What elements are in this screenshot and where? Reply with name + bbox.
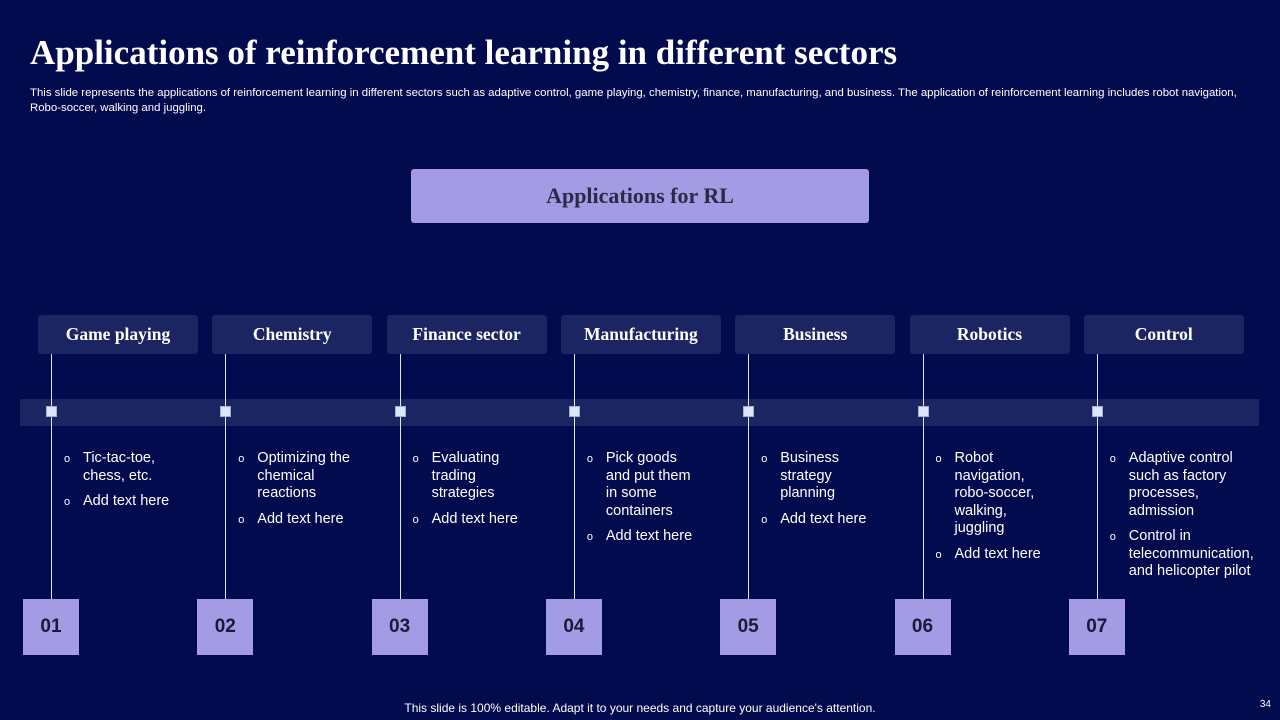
- bullet-item: o Pick goods and put them in some contain…: [587, 450, 699, 520]
- timeline-band: [20, 399, 1259, 426]
- timeline-marker: [394, 406, 406, 417]
- sector-title: Chemistry: [252, 324, 332, 344]
- bullet-text: Add text here: [431, 510, 518, 527]
- bullet-item: o Add text here: [761, 511, 871, 529]
- sector-number: 04: [563, 616, 585, 637]
- sector-header: Robotics: [909, 315, 1070, 354]
- connector-line: [51, 354, 52, 599]
- sector-title: Finance sector: [412, 324, 521, 344]
- bullet-item: o Add text here: [238, 511, 358, 529]
- timeline-marker: [917, 406, 929, 417]
- slide-subtitle: This slide represents the applications o…: [30, 87, 1237, 114]
- footer-note: This slide is 100% editable. Adapt it to…: [404, 701, 876, 715]
- sector-number: 07: [1086, 616, 1108, 637]
- bullet-text: Adaptive control such as factory process…: [1128, 450, 1233, 519]
- sector-number: 03: [389, 616, 411, 637]
- applications-heading-label: Applications for RL: [546, 183, 734, 208]
- bullet-circle-icon: o: [935, 548, 942, 561]
- bullet-circle-icon: o: [412, 513, 419, 526]
- bullet-circle-icon: o: [64, 453, 71, 465]
- bullet-item: o Evaluating trading strategies: [413, 450, 523, 503]
- timeline-marker: [46, 406, 57, 417]
- bullet-item: o Control in telecommunication, and helic…: [1110, 528, 1260, 581]
- timeline-marker: [1091, 406, 1103, 417]
- sector-bullet-list: o Adaptive control such as factory proces…: [1110, 450, 1260, 589]
- bullet-item: o Add text here: [587, 528, 699, 546]
- bullet-circle-icon: o: [412, 453, 419, 465]
- connector-line: [573, 354, 575, 599]
- page-number: 34: [1259, 699, 1271, 710]
- bullet-item: o Robot navigation, robo-soccer, walking,…: [936, 450, 1048, 538]
- bullet-item: o Add text here: [936, 546, 1048, 564]
- connector-line: [922, 354, 924, 599]
- bullet-text: Add text here: [257, 510, 344, 527]
- bullet-item: o Tic-tac-toe, chess, etc.: [64, 450, 189, 485]
- sector-number-box: 01: [23, 599, 79, 655]
- sector-number-box: 04: [545, 599, 602, 655]
- bullet-circle-icon: o: [761, 513, 768, 526]
- bullet-item: o Business strategy planning: [761, 450, 871, 503]
- bullet-text: Robot navigation, robo-soccer, walking, …: [954, 450, 1035, 536]
- sector-number: 02: [214, 616, 236, 637]
- bullet-text: Control in telecommunication, and helico…: [1128, 528, 1254, 579]
- sector-title: Manufacturing: [584, 324, 698, 344]
- bullet-text: Add text here: [83, 493, 170, 509]
- bullet-item: o Adaptive control such as factory proces…: [1110, 450, 1260, 520]
- bullet-item: o Optimizing the chemical reactions: [238, 450, 358, 503]
- bullet-circle-icon: o: [1109, 453, 1116, 465]
- timeline-marker: [568, 406, 580, 417]
- connector-line: [748, 354, 750, 599]
- connector-line: [399, 354, 401, 599]
- bullet-text: Add text here: [605, 528, 693, 544]
- sector-number-box: 05: [720, 599, 777, 655]
- bullet-circle-icon: o: [64, 496, 71, 508]
- slide-title: Applications of reinforcement learning i…: [30, 33, 898, 72]
- bullet-text: Business strategy planning: [780, 450, 840, 501]
- bullet-circle-icon: o: [761, 453, 768, 465]
- sector-header: Chemistry: [212, 315, 373, 354]
- sector-header: Control: [1083, 315, 1244, 354]
- connector-line: [225, 354, 227, 599]
- bullet-text: Pick goods and put them in some containe…: [605, 450, 691, 519]
- bullet-text: Tic-tac-toe, chess, etc.: [83, 450, 155, 484]
- connector-line: [1096, 354, 1098, 599]
- bullet-item: o Add text here: [64, 493, 189, 511]
- bullet-text: Evaluating trading strategies: [431, 450, 500, 501]
- sector-header: Business: [735, 315, 896, 354]
- sector-number-box: 03: [371, 599, 428, 655]
- sector-title: Business: [783, 324, 848, 344]
- applications-heading-box: Applications for RL: [411, 169, 869, 223]
- timeline-marker: [743, 406, 755, 417]
- sector-title: Game playing: [65, 324, 171, 344]
- sector-number-box: 06: [894, 599, 951, 655]
- sector-header: Game playing: [38, 315, 198, 354]
- sector-title: Control: [1134, 324, 1193, 344]
- bullet-circle-icon: o: [1109, 531, 1116, 543]
- sector-number-box: 02: [197, 599, 254, 655]
- sector-bullet-list: o Robot navigation, robo-soccer, walking,…: [936, 450, 1048, 571]
- sector-bullet-list: o Pick goods and put them in some contain…: [587, 450, 699, 554]
- bullet-text: Optimizing the chemical reactions: [257, 450, 350, 501]
- bullet-item: o Add text here: [413, 511, 523, 529]
- timeline-marker: [220, 406, 232, 417]
- bullet-circle-icon: o: [935, 453, 942, 465]
- sector-header: Finance sector: [386, 315, 547, 354]
- bullet-circle-icon: o: [238, 453, 245, 465]
- sector-header: Manufacturing: [560, 315, 721, 354]
- bullet-circle-icon: o: [586, 531, 594, 543]
- sector-number-box: 07: [1068, 599, 1125, 655]
- sector-title: Robotics: [956, 324, 1023, 344]
- sector-number: 01: [40, 616, 62, 637]
- sector-number: 05: [737, 616, 759, 637]
- bullet-text: Add text here: [954, 545, 1041, 562]
- bullet-circle-icon: o: [586, 453, 594, 465]
- sector-number: 06: [911, 616, 934, 637]
- bullet-circle-icon: o: [238, 513, 245, 526]
- bullet-text: Add text here: [780, 510, 867, 527]
